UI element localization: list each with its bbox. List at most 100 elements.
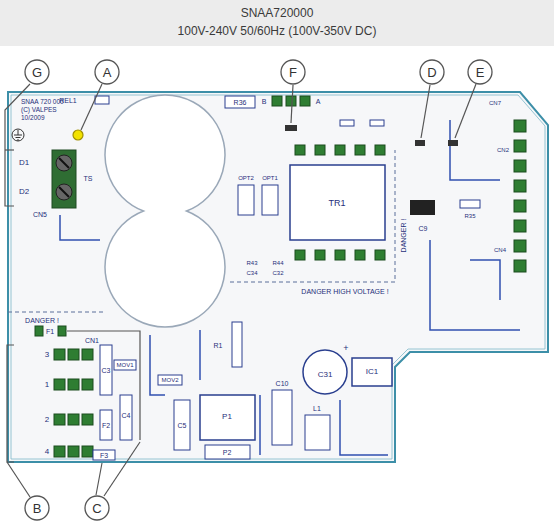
pcb-trace (470, 260, 500, 300)
pad (315, 145, 325, 155)
connector-pad (82, 349, 93, 360)
optocoupler-body (262, 185, 278, 215)
smd-part (340, 120, 354, 126)
smd-part (285, 125, 297, 131)
component-body (205, 445, 250, 459)
silkscreen-label: C32 (272, 270, 283, 276)
connector-pad (514, 180, 526, 192)
diode-body (95, 96, 109, 104)
connector-pad (286, 96, 296, 106)
silkscreen-label: MOV2 (161, 377, 178, 383)
callout-circle: C (84, 495, 110, 521)
connector-pad (514, 120, 526, 132)
silkscreen-label: D1 (19, 159, 29, 167)
ground-symbol (14, 130, 22, 140)
resistor-body (460, 200, 480, 208)
silkscreen-label: P1 (222, 413, 232, 421)
silkscreen-label: C9 (419, 225, 428, 232)
screw-slot (59, 187, 69, 197)
callout-letter: C (92, 502, 101, 515)
capacitor-body (100, 345, 112, 395)
silkscreen-label: 10/2009 (21, 115, 45, 122)
silkscreen-label: 3 (45, 351, 49, 359)
silkscreen-label: R44 (272, 260, 283, 266)
resistor-body (232, 322, 242, 367)
fuse-pad (35, 326, 43, 336)
leader-line (291, 85, 293, 123)
callout-outline (25, 496, 49, 520)
connector-pad (514, 140, 526, 152)
capacitor-body (410, 200, 435, 215)
electrolytic-capacitor (303, 350, 347, 394)
silkscreen-label: L1 (313, 405, 321, 412)
smd-part (415, 140, 425, 146)
silkscreen-label: F1 (46, 328, 54, 335)
callout-letter: G (32, 66, 42, 79)
silkscreen-label: F2 (102, 422, 110, 429)
pcb-trace (199, 330, 201, 380)
connector-pad (272, 96, 282, 106)
board-inner-outline (11, 95, 545, 459)
callout-circle: A (94, 59, 120, 85)
callout-letter: F (289, 66, 297, 79)
pad (355, 250, 365, 260)
fuse-body (100, 410, 112, 440)
pcb-trace (150, 335, 165, 395)
connector-pad (54, 446, 65, 457)
pad (375, 145, 385, 155)
pad (375, 250, 385, 260)
connector-pad (68, 379, 79, 390)
leader-line (67, 331, 140, 440)
silkscreen-label: C31 (318, 371, 333, 379)
connector-pad (54, 379, 65, 390)
component-body (200, 395, 255, 440)
silkscreen-label: MOV1 (116, 362, 133, 368)
silkscreen-label: OPT1 (262, 175, 278, 181)
silkscreen-label: 4 (45, 448, 49, 456)
smd-part (448, 140, 458, 146)
silkscreen-label: D2 (19, 188, 29, 196)
callout-outline (85, 496, 109, 520)
connector-pad (54, 349, 65, 360)
silkscreen-label: CN5 (33, 211, 47, 218)
pcb-trace (340, 400, 388, 455)
pcb-trace (450, 120, 500, 180)
connector-pad (68, 446, 79, 457)
leader-line (104, 442, 140, 496)
connector-pad (514, 260, 526, 272)
silkscreen-label: CN1 (85, 337, 99, 344)
silkscreen-label: CN4 (494, 247, 506, 253)
silkscreen-label: R43 (246, 260, 257, 266)
ground-symbol (12, 129, 24, 141)
leader-line (7, 462, 30, 497)
fuse-body (93, 450, 115, 460)
terminal-block (52, 150, 76, 208)
silkscreen-label: A (316, 98, 321, 105)
screw-slot (59, 158, 69, 168)
pad (335, 145, 345, 155)
silkscreen-label: C5 (178, 422, 187, 429)
pad (355, 145, 365, 155)
silkscreen-label: C10 (276, 380, 289, 387)
terminal-screw (56, 184, 72, 200)
silkscreen-label: DANGER ! (25, 317, 59, 324)
silkscreen-label: CN7 (489, 100, 501, 106)
callout-circle: B (24, 495, 50, 521)
pcb-trace (259, 395, 261, 455)
silkscreen-label: C34 (246, 270, 257, 276)
smd-part (370, 120, 384, 126)
pad (295, 145, 305, 155)
callout-outline (468, 60, 492, 84)
callout-circle: D (419, 59, 445, 85)
silkscreen-label: TS (84, 175, 93, 182)
callout-circle: E (467, 59, 493, 85)
danger-boundary (230, 150, 395, 282)
capacitor-body (272, 390, 292, 445)
silkscreen-label: DANGER ! (401, 218, 408, 252)
connector-pad (54, 414, 65, 425)
silkscreen-label: DANGER HIGH VOLTAGE ! (301, 288, 388, 295)
silkscreen-label: + (343, 344, 348, 353)
connector-pad (82, 446, 93, 457)
connector-pad (300, 96, 310, 106)
